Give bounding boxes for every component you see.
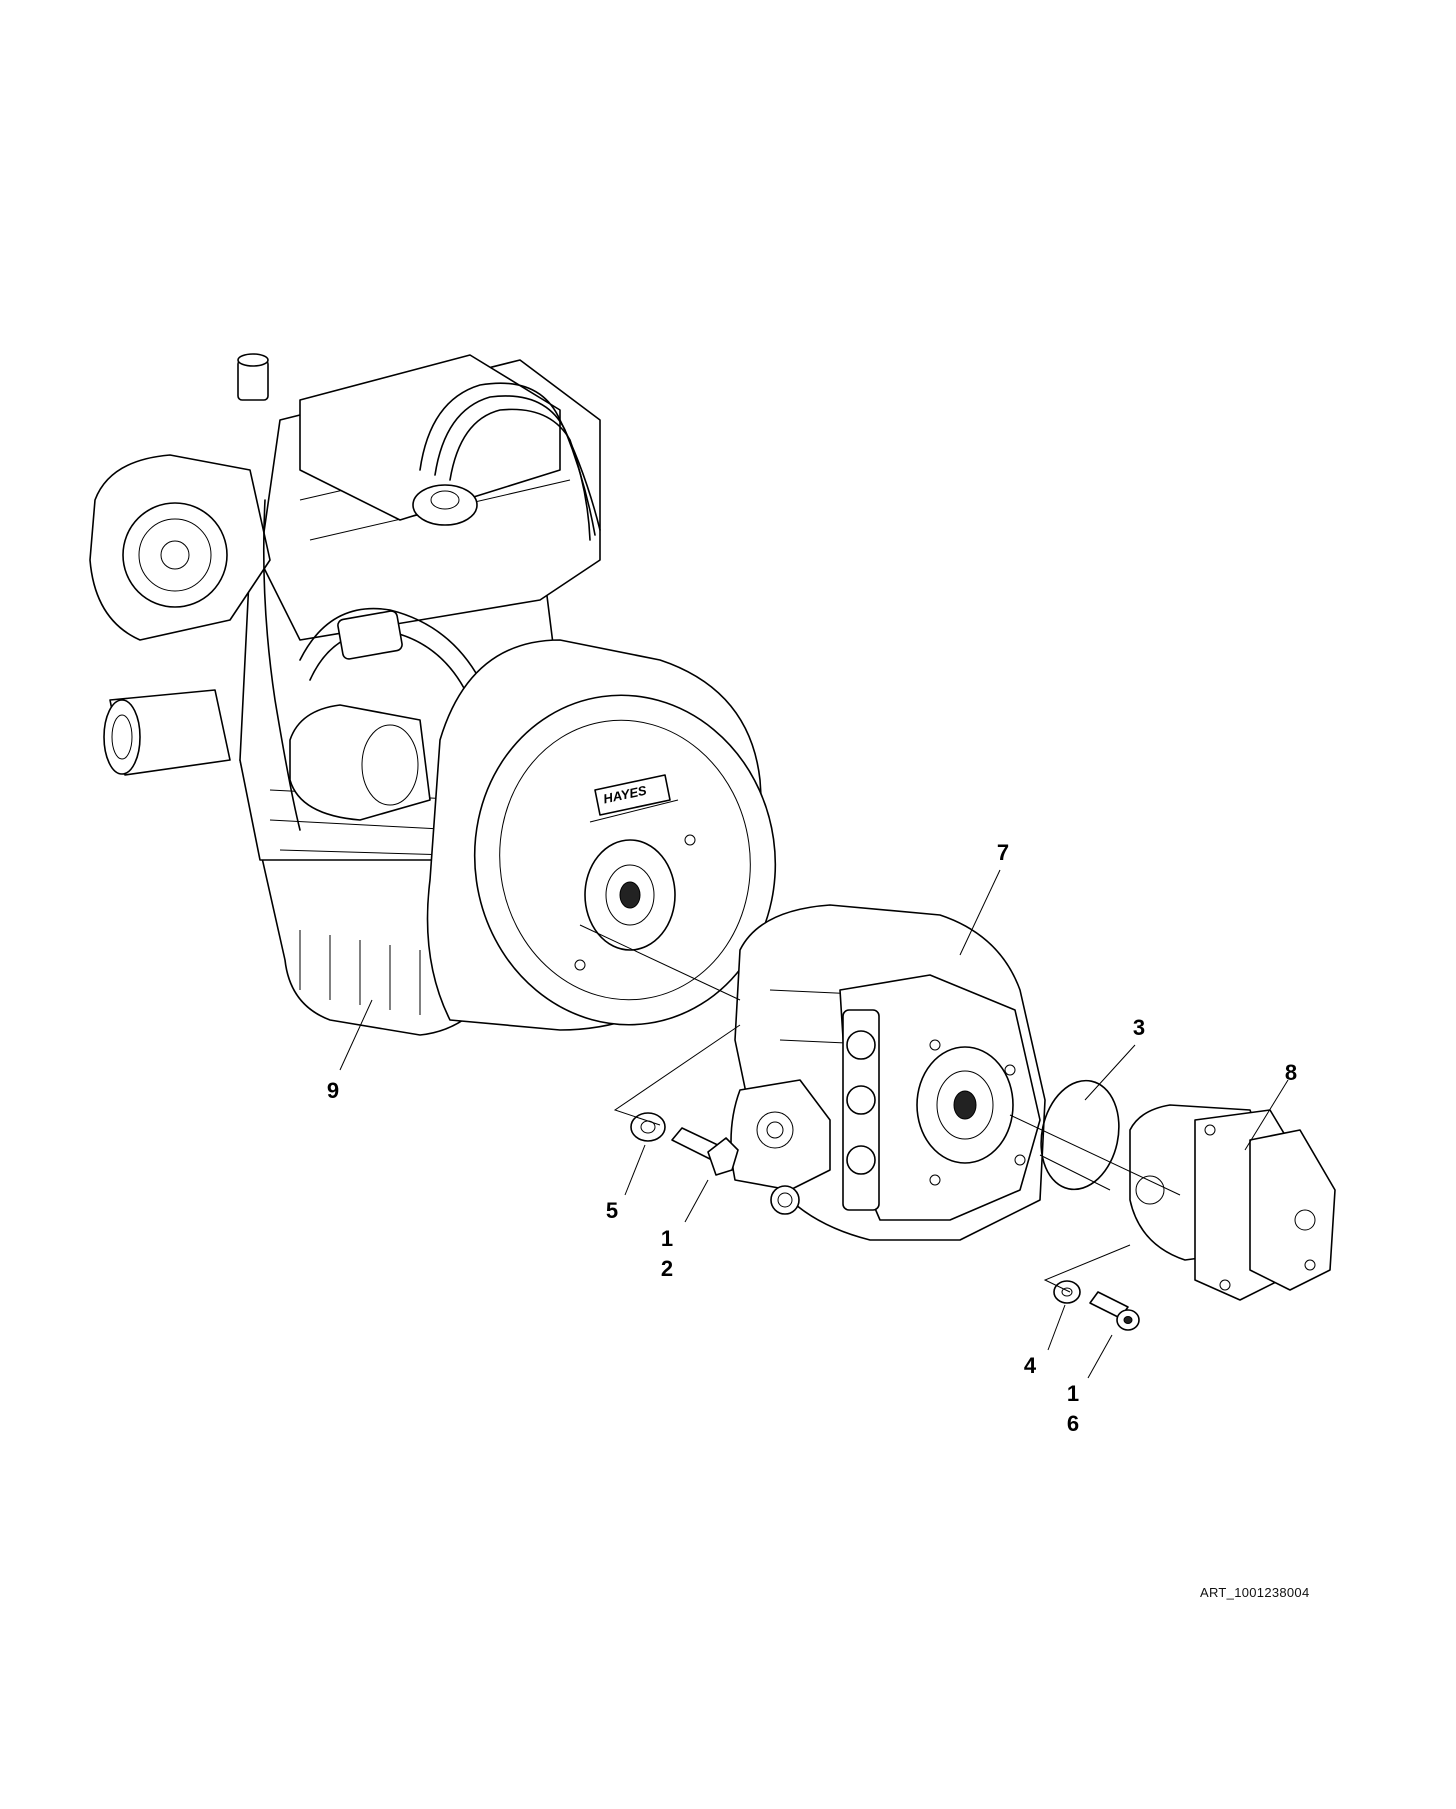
bolt-small	[1089, 1291, 1140, 1331]
callout-washer-small: 4	[1023, 1353, 1037, 1378]
callout-bolt-large-b: 2	[660, 1256, 674, 1281]
assembly-center-lines	[579, 924, 1181, 1293]
callout-engine: 9	[326, 1078, 340, 1103]
washer-small	[1053, 1280, 1081, 1304]
callout-gear-pump: 8	[1284, 1060, 1298, 1085]
bolt-large	[671, 1127, 739, 1176]
callout-o-ring: 3	[1132, 1015, 1146, 1040]
leader-lines	[339, 869, 1289, 1379]
engine-assembly	[89, 353, 777, 1036]
art-id-label: ART_1001238004	[1200, 1585, 1310, 1600]
gear-pump	[1129, 1104, 1336, 1301]
callout-bolt-small-b: 6	[1066, 1411, 1080, 1436]
callout-hydraulic-pump: 7	[996, 840, 1010, 865]
o-ring	[1040, 1079, 1120, 1191]
callout-bolt-small-a: 1	[1066, 1381, 1080, 1406]
hydraulic-pump	[730, 904, 1046, 1241]
callout-bolt-large-a: 1	[660, 1226, 674, 1251]
washer-large	[630, 1112, 666, 1142]
callout-washer-large: 5	[605, 1198, 619, 1223]
